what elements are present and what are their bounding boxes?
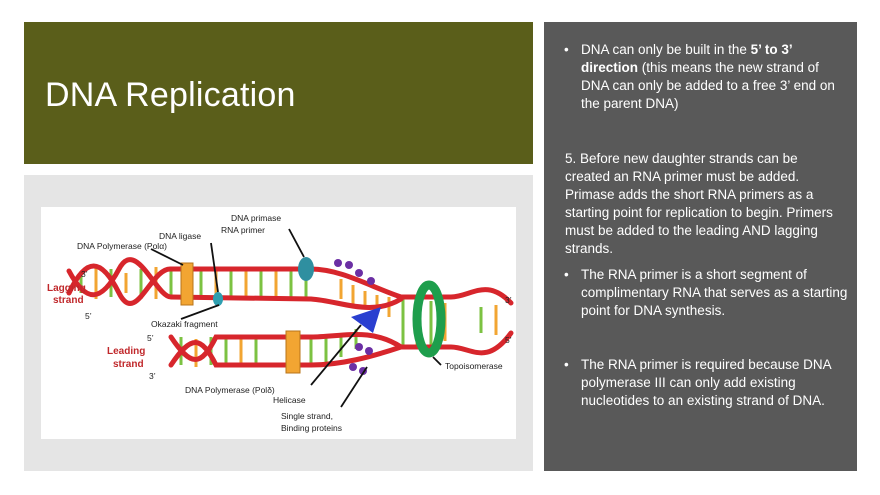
figure-frame: DNA primase RNA primer DNA ligase DNA Po… [24,175,533,471]
lower-helix-base-pairs [179,329,358,367]
label-prime-3-top: 3’ [81,269,88,279]
label-rna-primer: RNA primer [221,225,265,235]
label-dna-ligase: DNA ligase [159,231,201,241]
notes-panel: DNA can only be built in the 5’ to 3’ di… [544,22,857,471]
label-dna-polymerase-alpha: DNA Polymerase (Polα) [77,241,167,251]
label-single-strand-2: Binding proteins [281,423,342,433]
label-prime-5-lower: 5’ [147,333,154,343]
bullet-direction: DNA can only be built in the 5’ to 3’ di… [564,41,849,113]
slide-title: DNA Replication [45,76,296,114]
label-okazaki-fragment: Okazaki fragment [151,319,218,329]
dna-backbones [66,257,514,368]
bullet-direction-text: DNA can only be built in the [581,42,751,57]
label-topoisomerase: Topoisomerase [445,361,503,371]
bullet-primer-required: The RNA primer is required because DNA p… [564,356,849,410]
label-pointers [150,228,442,408]
dna-primase-shape [298,257,314,281]
label-single-strand-1: Single strand, [281,411,333,421]
dna-replication-diagram: DNA primase RNA primer DNA ligase DNA Po… [41,207,516,439]
label-prime-3-lower: 3’ [149,371,156,381]
label-prime-3-right: 3’ [505,295,512,305]
dna-ligase-shape [213,292,223,306]
label-leading-strand-2: strand [113,359,144,370]
bullet-direction-rest: (this means the new strand of DNA can on… [581,60,835,111]
label-dna-primase: DNA primase [231,213,281,223]
topoisomerase-ring [412,280,446,358]
label-prime-5-top: 5’ [85,311,92,321]
label-dna-polymerase-delta: DNA Polymerase (Polδ) [185,385,275,395]
label-helicase: Helicase [273,395,306,405]
label-lagging-strand-2: strand [53,295,84,306]
bullet-primer-definition: The RNA primer is a short segment of com… [564,266,849,320]
binding-proteins [334,259,375,375]
polymerase-alpha-block [180,262,194,306]
dna-replication-illustration: DNA primase RNA primer DNA ligase DNA Po… [47,213,514,433]
title-banner: DNA Replication [24,22,533,164]
label-lagging-strand-1: Lagging [47,283,86,294]
bullet-direction-bold: 5’ to 3’ direction [581,42,792,75]
label-prime-5-right: 5’ [505,335,512,345]
paragraph-rna-primer: 5. Before new daughter strands can be cr… [565,151,833,256]
label-leading-strand-1: Leading [107,346,145,357]
helicase-shape [351,307,381,333]
polymerase-delta-block [285,330,301,374]
